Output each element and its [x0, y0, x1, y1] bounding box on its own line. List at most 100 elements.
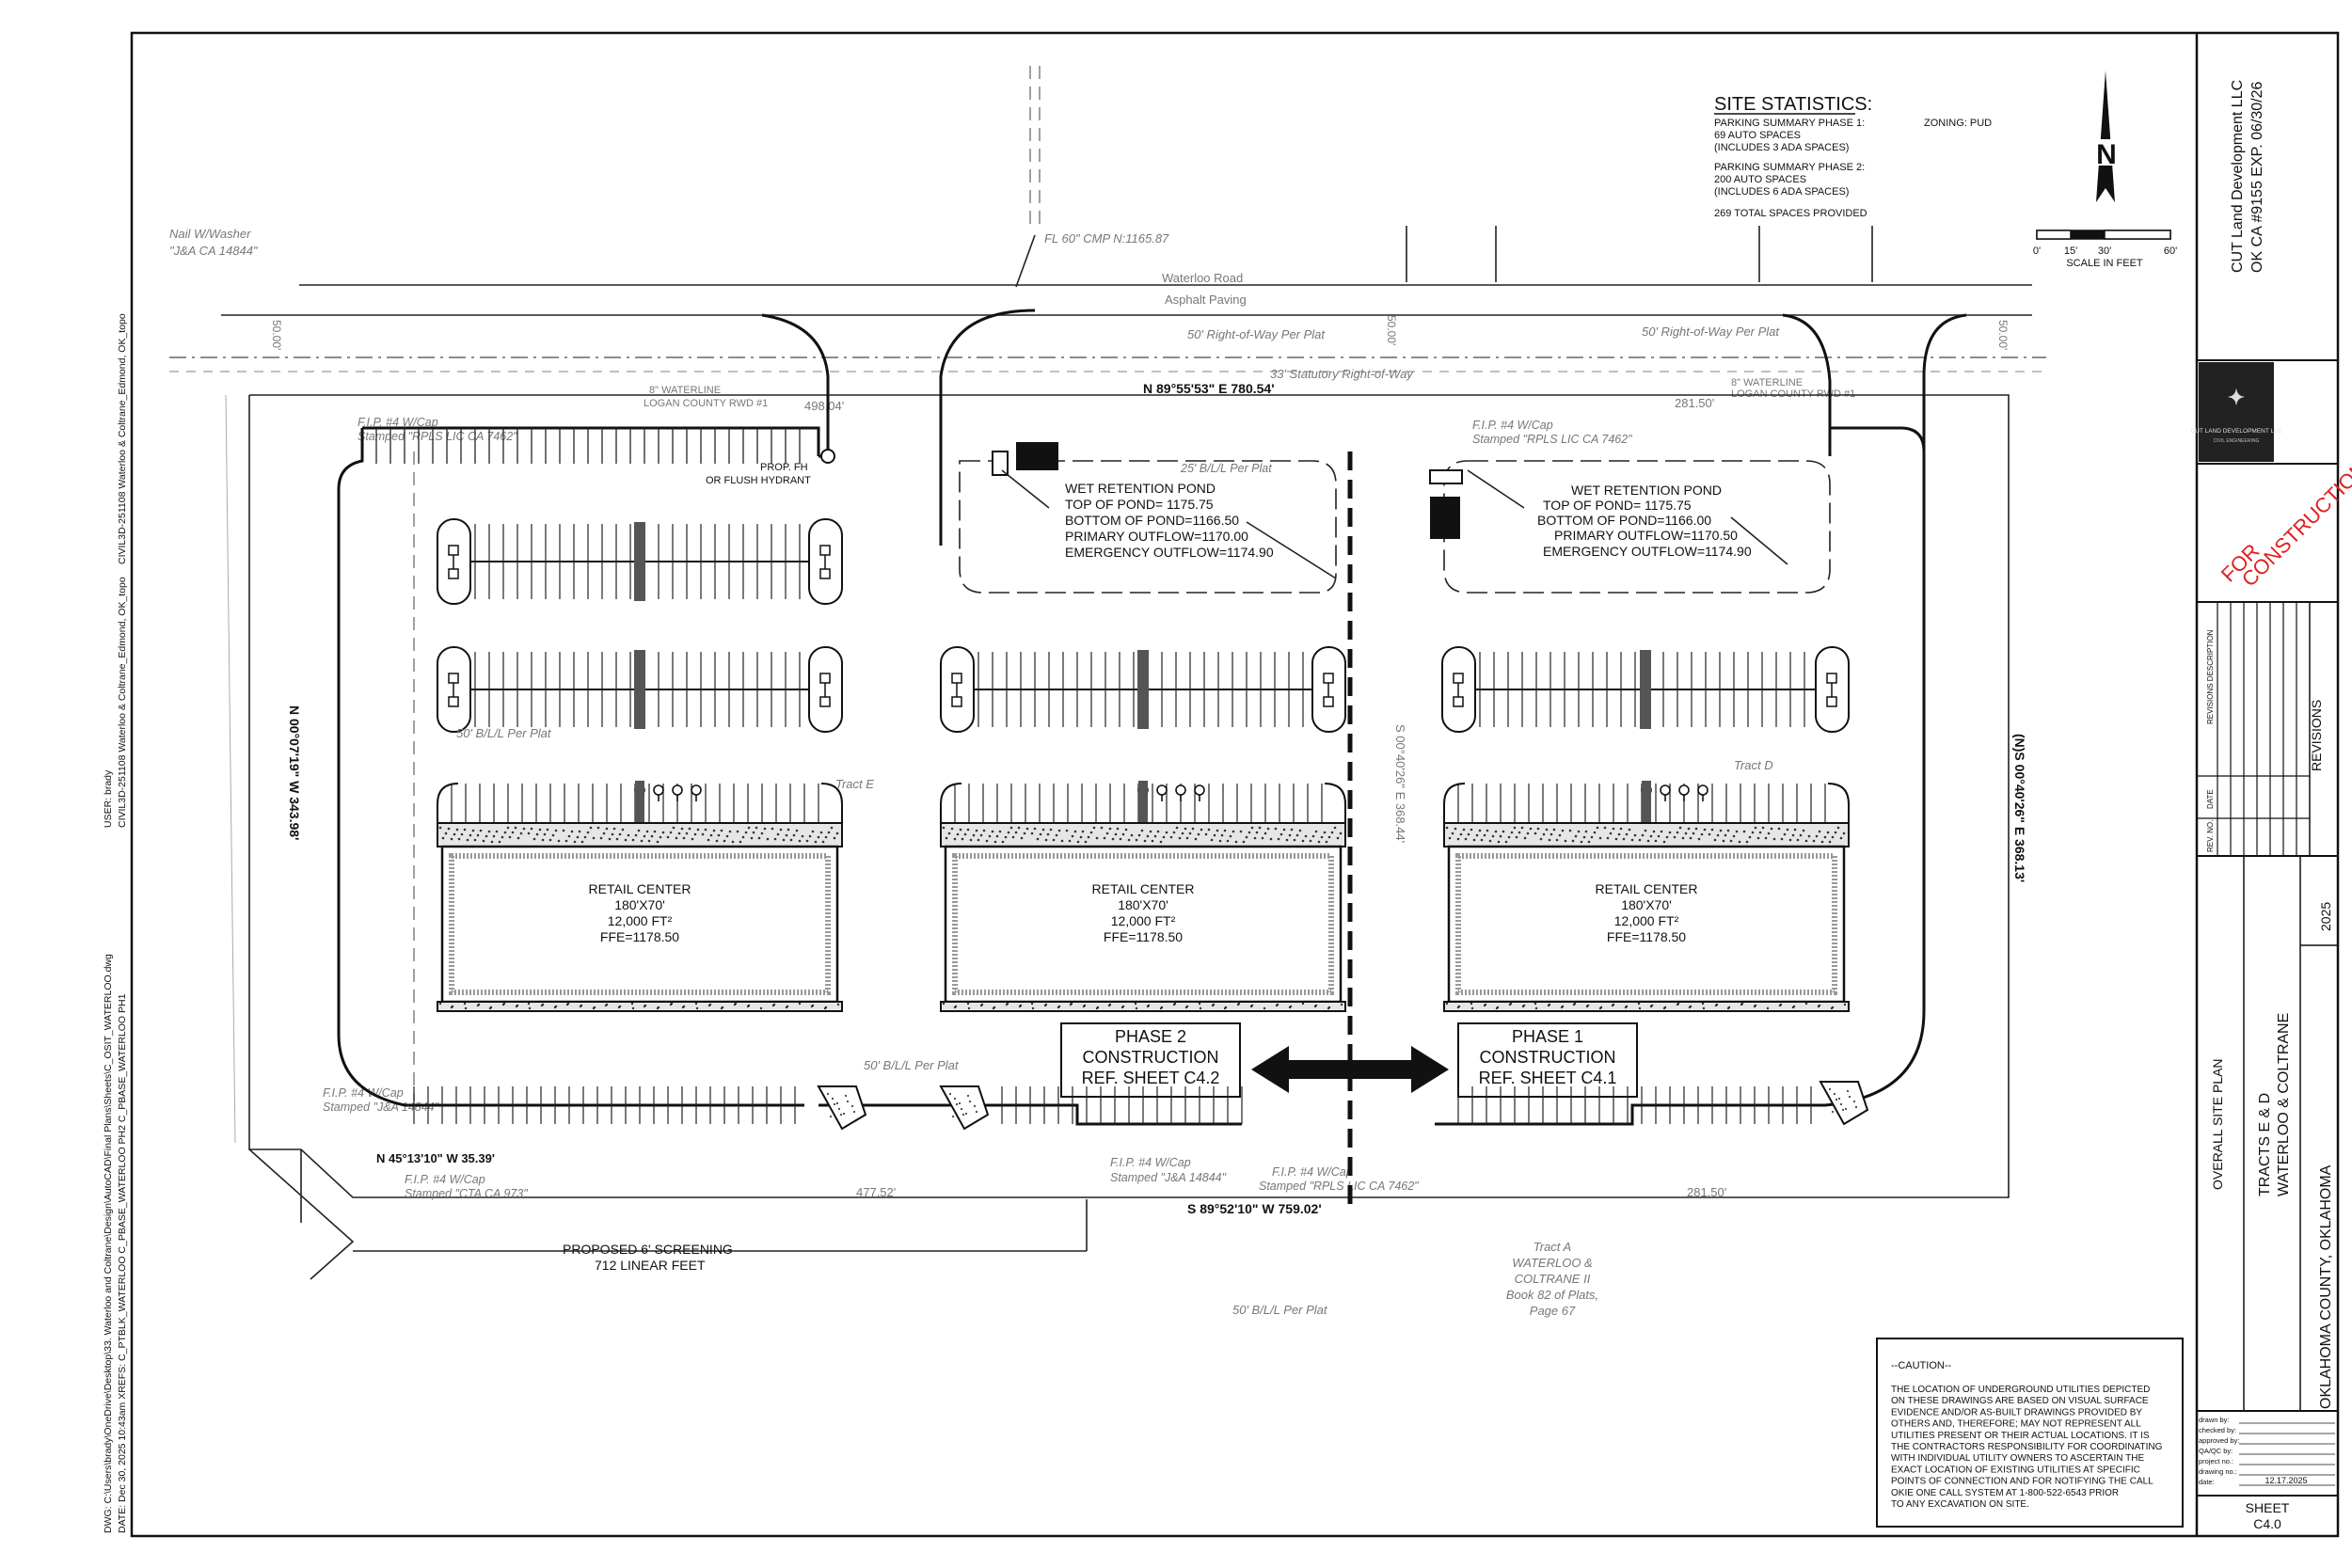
bottom-island	[817, 1085, 867, 1131]
pond-right-emergency: EMERGENCY OUTFLOW=1174.90	[1543, 544, 1752, 559]
bearing-bottom: S 89°52'10" W 759.02'	[1187, 1201, 1322, 1216]
p2-title: PARKING SUMMARY PHASE 2:	[1714, 162, 1865, 173]
scale-bar: 0' 15' 30' 60' SCALE IN FEET	[2033, 230, 2177, 269]
pond-left-primary: PRIMARY OUTFLOW=1170.00	[1065, 529, 1248, 544]
building-3-name: RETAIL CENTER	[1596, 881, 1698, 896]
scale-60: 60'	[2164, 245, 2177, 257]
screening: PROPOSED 6' SCREENING 712 LINEAR FEET	[353, 1199, 1088, 1273]
walkway-median	[1640, 650, 1651, 729]
phase2-line3: REF. SHEET C4.2	[1082, 1069, 1220, 1087]
north-arrow: N	[2090, 71, 2122, 202]
dist-top-left: 498.04'	[804, 399, 844, 413]
caution-line: UTILITIES PRESENT OR THEIR ACTUAL LOCATI…	[1891, 1431, 2150, 1441]
rev-date-label: DATE	[2206, 789, 2215, 809]
pond-left-bottom: BOTTOM OF POND=1166.50	[1065, 513, 1239, 528]
row-50-right-label: 50' Right-of-Way Per Plat	[1642, 325, 1780, 339]
hydrant: PROP. FH OR FLUSH HYDRANT	[706, 449, 835, 486]
fip-top-right-stamp: Stamped "RPLS LIC CA 7462"	[1472, 433, 1632, 446]
headwall-right	[1429, 469, 1463, 484]
tract-a: Tract A WATERLOO & COLTRANE II Book 82 o…	[1506, 1240, 1598, 1318]
site-stats-heading: SITE STATISTICS:	[1714, 94, 1872, 115]
tract-d-label: Tract D	[1734, 758, 1773, 772]
p1-ada: (INCLUDES 3 ADA SPACES)	[1714, 142, 1849, 153]
civil3d-ref-1: CIVIL3D-251108 Waterloo & Coltrane_Edmon…	[117, 577, 128, 828]
info-date-value: 12.17.2025	[2265, 1476, 2307, 1485]
fip-top-left: F.I.P. #4 W/Cap	[358, 416, 438, 429]
row-50-left-label: 50' Right-of-Way Per Plat	[1187, 327, 1326, 341]
fip-bottom-mid: F.I.P. #4 W/Cap	[1110, 1156, 1191, 1169]
info-checked_by: checked by:	[2199, 1426, 2236, 1434]
margin-info: DWG: C:\Users\brady\OneDrive\Desktop\33.…	[103, 313, 128, 1533]
logo-name: CUT LAND DEVELOPMENT LLC	[2191, 428, 2282, 435]
bl50-left-label: 50' B/L/L Per Plat	[456, 726, 552, 740]
phase-1-callout: PHASE 1 CONSTRUCTION REF. SHEET C4.1	[1457, 1022, 1638, 1098]
scale-30: 30'	[2098, 245, 2111, 257]
info-project_no: project no.:	[2199, 1457, 2233, 1465]
fip-bottom-left: F.I.P. #4 W/Cap	[323, 1086, 404, 1100]
parking-lot-outline	[225, 309, 1967, 1280]
caution-line: WITH INDIVIDUAL UTILITY OWNERS TO ASCERT…	[1891, 1453, 2144, 1464]
phase1-line1: PHASE 1	[1512, 1027, 1583, 1046]
company-logo	[2199, 362, 2274, 462]
caution-title: --CAUTION--	[1891, 1360, 1951, 1371]
waterline-right-1: 8" WATERLINE	[1731, 377, 1803, 388]
pond-right: WET RETENTION POND TOP OF POND= 1175.75 …	[1429, 460, 1831, 594]
caution-line: EXACT LOCATION OF EXISTING UTILITIES AT …	[1891, 1465, 2140, 1475]
bl25-label: 25' B/L/L Per Plat	[1180, 462, 1272, 475]
caution-line: POINTS OF CONNECTION AND FOR NOTIFYING T…	[1891, 1477, 2153, 1487]
stamp-construction: CONSTRUCTION	[2237, 457, 2352, 592]
bl50-bottom-label: 50' B/L/L Per Plat	[864, 1058, 960, 1072]
phase1-line2: CONSTRUCTION	[1480, 1048, 1616, 1067]
project-line-1: TRACTS E & D	[2257, 1093, 2273, 1196]
civil3d-ref-2: CIVIL3D-251108 Waterloo & Coltrane_Edmon…	[117, 313, 128, 564]
dim-50-a: 50.00'	[270, 320, 283, 350]
tract-a-line3: COLTRANE II	[1515, 1272, 1591, 1286]
building-1-ffe: FFE=1178.50	[600, 929, 679, 944]
company-ca: OK CA #9155 EXP. 06/30/26	[2249, 81, 2265, 273]
fip-bottom-mid-2-stamp: Stamped "RPLS LIC CA 7462"	[1259, 1180, 1419, 1193]
sheet-number: C4.0	[2253, 1516, 2281, 1531]
bearing-diag: N 45°13'10" W 35.39'	[376, 1151, 495, 1165]
caution-line: THE CONTRACTORS RESPONSIBILITY FOR COORD…	[1891, 1442, 2163, 1452]
bottom-island	[1819, 1081, 1869, 1126]
scale-0: 0'	[2033, 245, 2041, 257]
hydrant-label-1: PROP. FH	[760, 462, 808, 473]
nail-stamp-label: "J&A CA 14844"	[169, 244, 259, 258]
fip-top-left-stamp: Stamped "RPLS LIC CA 7462"	[358, 430, 517, 443]
bearing-top: N 89°55'53" E 780.54'	[1143, 381, 1275, 396]
dist-bottom-left: 477.52'	[856, 1185, 896, 1199]
site-statistics: SITE STATISTICS: PARKING SUMMARY PHASE 1…	[1714, 94, 1992, 219]
asphalt-label: Asphalt Paving	[1165, 293, 1247, 307]
county: OKLAHOMA COUNTY, OKLAHOMA	[2318, 1164, 2334, 1409]
caution-line: OTHERS AND, THEREFORE; MAY NOT REPRESENT…	[1891, 1419, 2141, 1430]
bl50-south-label: 50' B/L/L Per Plat	[1232, 1303, 1328, 1317]
caution-line: THE LOCATION OF UNDERGROUND UTILITIES DE…	[1891, 1385, 2150, 1395]
parking-row	[437, 518, 843, 605]
caution-line: TO ANY EXCAVATION ON SITE.	[1891, 1499, 2029, 1510]
waterline-left-2: LOGAN COUNTY RWD #1	[644, 398, 768, 409]
walkway-median	[634, 522, 645, 601]
bearing-mid: S 00°40'26" E 368.44'	[1393, 724, 1407, 843]
phase1-line3: REF. SHEET C4.1	[1479, 1069, 1617, 1087]
sheet-title: OVERALL SITE PLAN	[2210, 1058, 2225, 1190]
parking-bottom-row	[413, 1081, 1869, 1131]
building-3-size: 180'X70'	[1621, 897, 1672, 912]
pond-left-top: TOP OF POND= 1175.75	[1065, 497, 1214, 512]
pond-left: WET RETENTION POND TOP OF POND= 1175.75 …	[959, 442, 1337, 594]
company-name: CUT Land Development LLC	[2230, 80, 2246, 273]
building-1-area: 12,000 FT²	[608, 913, 673, 928]
north-arrow-icon	[2096, 71, 2115, 202]
user-name: USER: brady	[103, 769, 114, 828]
info-drawn_by: drawn by:	[2199, 1416, 2230, 1424]
rev-desc-label: REVISIONS DESCRIPTION	[2206, 629, 2215, 724]
phase2-line2: CONSTRUCTION	[1083, 1048, 1219, 1067]
row-33-label: 33' Statutory Right-of-Way	[1270, 367, 1414, 381]
survey-pins: F.I.P. #4 W/Cap Stamped "RPLS LIC CA 746…	[323, 416, 1632, 1200]
caution-line: ON THESE DRAWINGS ARE BASED ON VISUAL SU…	[1891, 1396, 2149, 1406]
parking-row	[940, 646, 1346, 733]
caution-box: --CAUTION-- THE LOCATION OF UNDERGROUND …	[1876, 1338, 2184, 1528]
phase2-line1: PHASE 2	[1115, 1027, 1186, 1046]
bearing-right: (N)S 00°40'26" E 368.13'	[2012, 734, 2027, 882]
rev-no-label: REV. NO.	[2206, 820, 2215, 852]
